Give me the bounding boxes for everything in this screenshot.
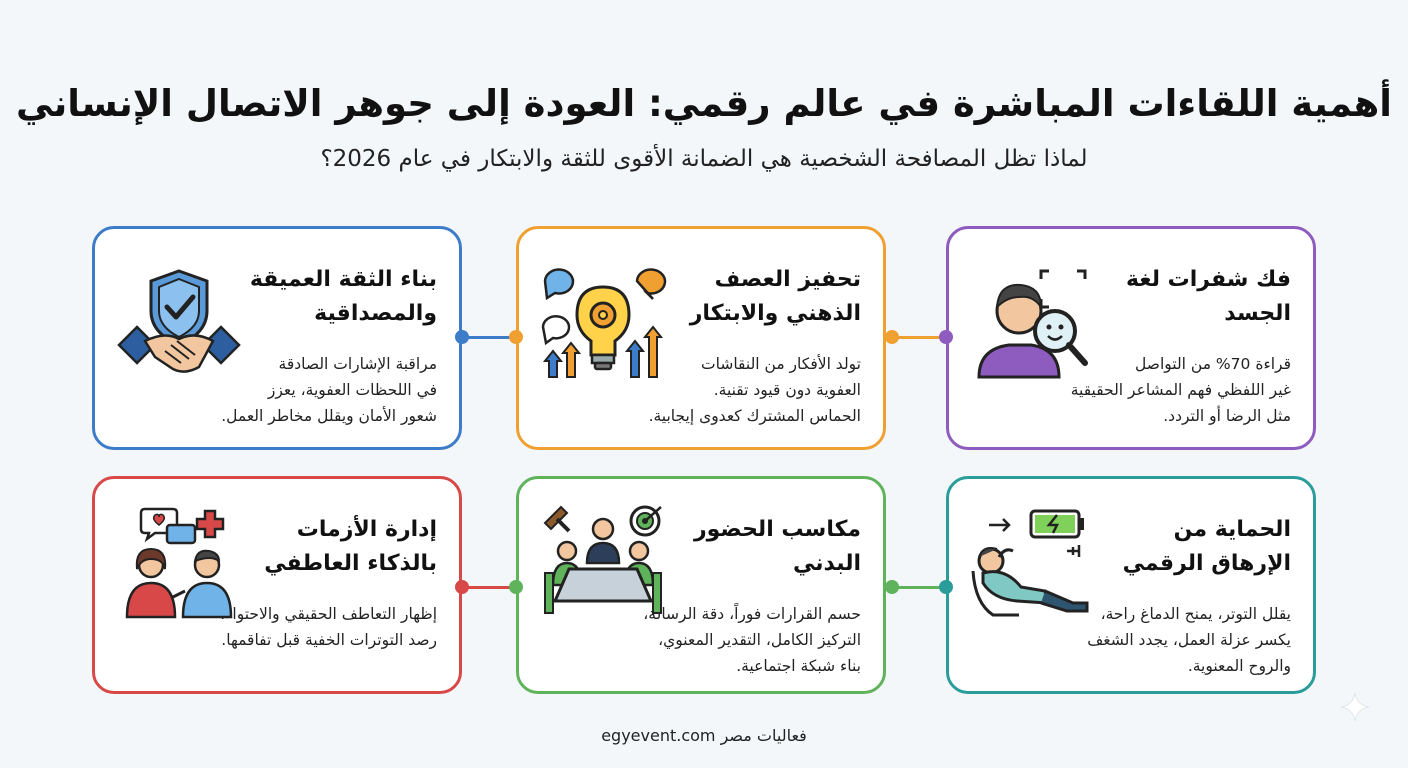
card-body: إظهار التعاطف الحقيقي والاحتواء. رصد الت…	[220, 605, 437, 649]
card-body-language: فك شفرات لغة الجسد قراءة 70% من التواصل …	[946, 226, 1316, 450]
meeting-table-icon	[543, 505, 662, 614]
card-body: تولد الأفكار من النقاشات العفوية دون قيو…	[648, 355, 861, 425]
card-title: فك شفرات لغة الجسد	[1125, 267, 1291, 326]
card-title: مكاسب الحضور البدني	[693, 517, 861, 576]
card-body: مراقبة الإشارات الصادقة في اللحظات العفو…	[221, 355, 437, 425]
footer-credit: فعاليات مصر egyevent.com	[601, 726, 807, 745]
card-body: يقلل التوتر، يمنح الدماغ راحة، يكسر عزلة…	[1087, 605, 1291, 675]
relaxing-person-battery-icon	[971, 509, 1089, 617]
card-crisis-management: إدارة الأزمات بالذكاء العاطفي إظهار التع…	[92, 476, 462, 694]
lightbulb-gear-icon	[541, 268, 667, 378]
connector-dot	[509, 580, 523, 594]
connector-line	[462, 336, 516, 339]
card-title: إدارة الأزمات بالذكاء العاطفي	[264, 517, 437, 576]
connector-line	[892, 586, 946, 589]
handshake-shield-icon	[117, 269, 241, 373]
card-digital-burnout: الحماية من الإرهاق الرقمي يقلل التوتر، ي…	[946, 476, 1316, 694]
page-subtitle: لماذا تظل المصافحة الشخصية هي الضمانة ال…	[320, 146, 1088, 172]
card-title: تحفيز العصف الذهني والابتكار	[689, 267, 861, 326]
connector-dot	[455, 330, 469, 344]
connector-dot	[509, 330, 523, 344]
card-body: حسم القرارات فوراً، دقة الرسالة، التركيز…	[643, 605, 861, 675]
card-title: بناء الثقة العميقة والمصداقية	[249, 267, 437, 326]
connector-dot	[939, 580, 953, 594]
connector-dot	[885, 330, 899, 344]
card-title: الحماية من الإرهاق الرقمي	[1122, 517, 1291, 576]
card-physical-presence: مكاسب الحضور البدني حسم القرارات فوراً، …	[516, 476, 886, 694]
connector-line	[892, 336, 946, 339]
face-magnifier-icon	[977, 269, 1088, 379]
card-trust: بناء الثقة العميقة والمصداقية مراقبة الإ…	[92, 226, 462, 450]
people-talking-icon	[125, 507, 233, 619]
connector-line	[462, 586, 516, 589]
card-brainstorming: تحفيز العصف الذهني والابتكار تولد الأفكا…	[516, 226, 886, 450]
connector-dot	[455, 580, 469, 594]
connector-dot	[939, 330, 953, 344]
card-body: قراءة 70% من التواصل غير اللفظي فهم المش…	[1070, 355, 1291, 425]
connector-dot	[885, 580, 899, 594]
page-title: أهمية اللقاءات المباشرة في عالم رقمي: ال…	[15, 82, 1392, 125]
sparkle-icon	[1340, 692, 1370, 722]
